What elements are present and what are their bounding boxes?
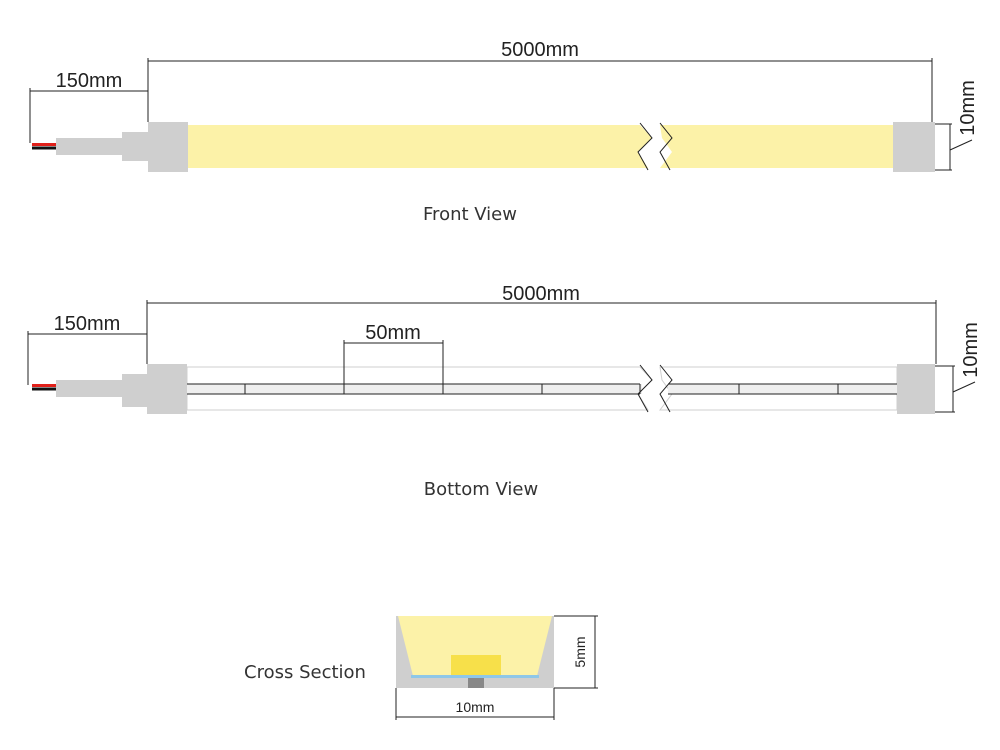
front-view: 5000mm 150mm 10mm Front View: [29, 39, 979, 225]
end-cap-left-body: [148, 122, 188, 172]
break-mark: [659, 364, 673, 413]
end-cap-right: [897, 364, 935, 414]
bottom-view: 5000mm 150mm 50mm 10mm Bottom View: [27, 283, 982, 500]
wire-red: [32, 384, 58, 387]
pcb-band-right: [668, 384, 897, 394]
end-cap-left-body: [147, 364, 187, 414]
bottom-view-caption: Bottom View: [424, 479, 538, 500]
pcb-line: [411, 675, 539, 678]
cable-sheath: [56, 138, 126, 155]
cross-section: 5mm 10mm Cross Section: [244, 615, 598, 720]
base-stub: [468, 678, 484, 688]
dim-lead-label: 150mm: [54, 313, 121, 335]
dim-width-label: 10mm: [957, 80, 979, 136]
cable-sheath: [56, 380, 126, 397]
led-surface-left: [188, 125, 652, 168]
dim-height-label: 5mm: [572, 636, 588, 667]
dim-pitch-label: 50mm: [365, 322, 421, 344]
dim-width-label: 10mm: [960, 322, 982, 378]
dim-leader: [952, 381, 976, 393]
end-cap-right: [893, 122, 935, 172]
break-mark: [637, 364, 653, 413]
break-mark: [659, 122, 673, 171]
cross-section-caption: Cross Section: [244, 662, 366, 683]
dim-lead-label: 150mm: [56, 70, 123, 92]
wire-red: [32, 143, 58, 146]
end-cap-left: [122, 132, 152, 161]
led-chip: [451, 655, 501, 676]
led-surface-right: [660, 125, 893, 168]
dim-width-label: 10mm: [456, 699, 495, 715]
dim-leader: [949, 139, 973, 151]
dim-length-label: 5000mm: [502, 283, 580, 305]
dim-length-label: 5000mm: [501, 39, 579, 61]
wire-black: [32, 146, 58, 150]
break-mark: [637, 122, 653, 171]
light-cavity: [398, 616, 552, 676]
pcb-band-left: [187, 384, 642, 394]
front-view-caption: Front View: [423, 204, 517, 225]
wire-black: [32, 387, 58, 391]
